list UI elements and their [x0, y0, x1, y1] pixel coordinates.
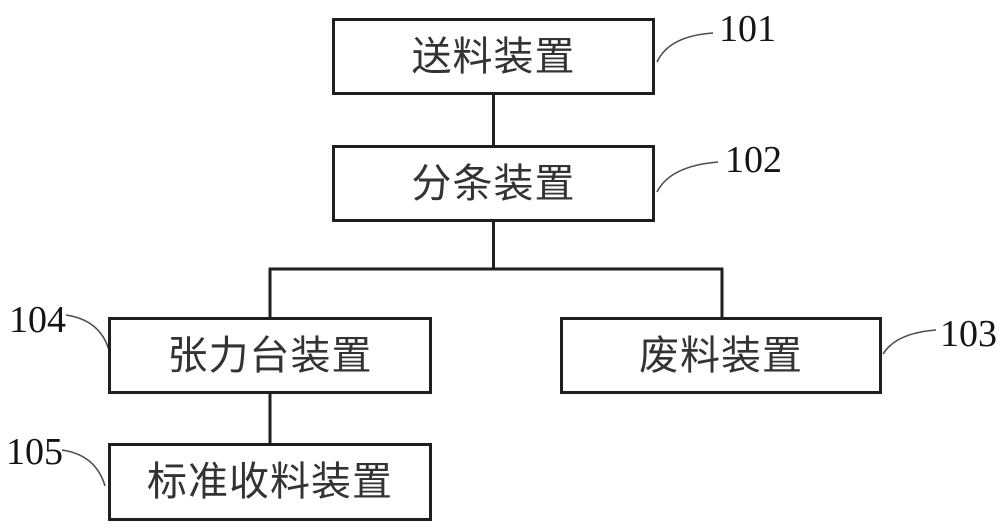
leader-line-103: [882, 329, 937, 355]
box-standard-rewinding-device: 标准收料装置: [108, 443, 432, 521]
leader-line-101: [656, 32, 714, 63]
ref-label-101: 101: [719, 8, 776, 50]
box-slitting-device: 分条装置: [332, 145, 655, 222]
ref-label-102: 102: [725, 139, 782, 181]
leader-line-102: [656, 161, 719, 193]
ref-label-105: 105: [6, 431, 63, 473]
ref-label-103: 103: [940, 313, 997, 355]
ref-label-104: 104: [9, 299, 66, 341]
box-feeding-device-label: 送料装置: [411, 34, 576, 79]
leader-line-104: [65, 314, 110, 351]
box-feeding-device: 送料装置: [332, 18, 655, 95]
box-waste-device-label: 废料装置: [639, 333, 803, 378]
box-slitting-device-label: 分条装置: [411, 161, 576, 206]
box-tension-table-device-label: 张力台装置: [167, 333, 373, 378]
leader-line-105: [61, 449, 106, 487]
box-standard-rewinding-device-label: 标准收料装置: [147, 460, 393, 504]
box-waste-device: 废料装置: [560, 317, 882, 394]
box-tension-table-device: 张力台装置: [108, 317, 432, 394]
